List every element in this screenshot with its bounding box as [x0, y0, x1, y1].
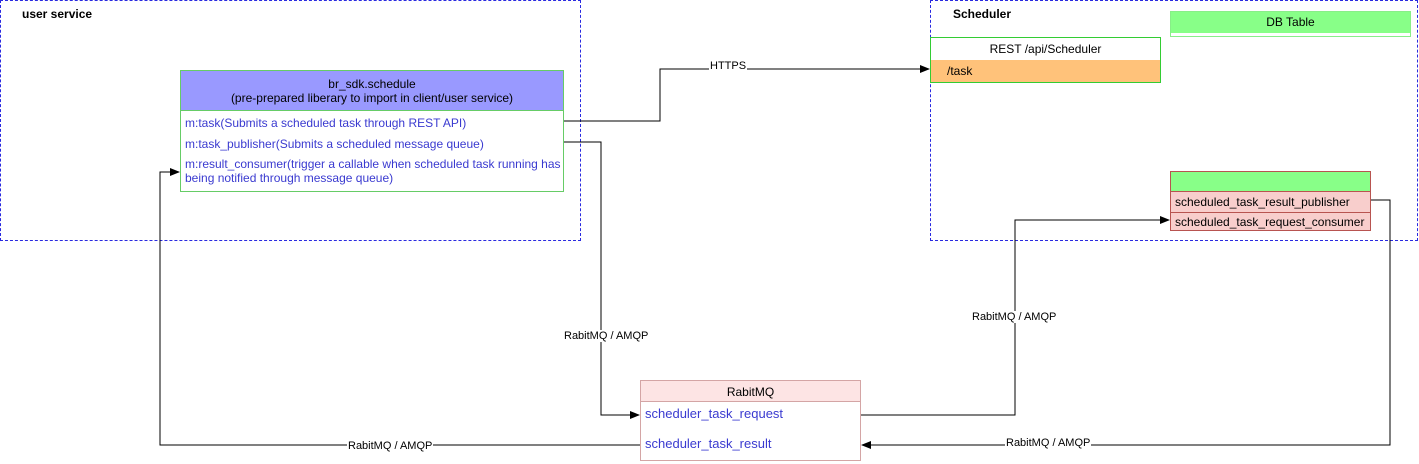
edge-label-amqp-to-scheduler: RabitMQ / AMQP: [971, 311, 1058, 323]
edge-label-https: HTTPS: [709, 60, 748, 72]
edge-result-publisher-to-rabbit: [861, 199, 1391, 449]
db-table-box[interactable]: DB Table: [1170, 11, 1411, 37]
sdk-title: br_sdk.schedule: [328, 77, 416, 91]
rabbitmq-box[interactable]: RabitMQ scheduler_task_request scheduler…: [640, 380, 861, 461]
sdk-item-task[interactable]: m:task(Submits a scheduled task through …: [185, 116, 467, 130]
rabbitmq-header: RabitMQ: [641, 381, 860, 402]
sdk-header: br_sdk.schedule (pre-prepared liberary t…: [181, 71, 563, 111]
sdk-item-result-consumer[interactable]: m:result_consumer(trigger a callable whe…: [185, 157, 561, 185]
scheduler-mq-item-publisher[interactable]: scheduled_task_result_publisher: [1171, 192, 1370, 213]
edge-label-amqp-result-return: RabitMQ / AMQP: [1005, 437, 1092, 449]
edge-rabbit-to-result-consumer: [159, 168, 640, 446]
scheduler-mq-header: [1171, 172, 1370, 192]
sdk-item-task-publisher[interactable]: m:task_publisher(Submits a scheduled mes…: [185, 137, 484, 151]
edge-publisher-to-rabbit: [564, 141, 640, 419]
edge-label-amqp-to-rabbit: RabitMQ / AMQP: [563, 330, 650, 342]
rabbitmq-item-request[interactable]: scheduler_task_request: [645, 406, 784, 421]
user-service-title: user service: [22, 7, 93, 21]
rest-header: REST /api/Scheduler: [989, 42, 1102, 56]
sdk-box[interactable]: br_sdk.schedule (pre-prepared liberary t…: [180, 70, 564, 192]
edge-https: [564, 65, 930, 122]
scheduler-mq-item-consumer[interactable]: scheduled_task_request_consumer: [1175, 215, 1365, 229]
rabbitmq-item-result[interactable]: scheduler_task_result: [645, 436, 772, 451]
edge-label-amqp-to-client: RabitMQ / AMQP: [347, 440, 434, 452]
scheduler-mq-box[interactable]: scheduled_task_result_publisher schedule…: [1170, 171, 1371, 231]
rest-item-task[interactable]: /task: [931, 60, 1160, 82]
scheduler-title: Scheduler: [953, 7, 1012, 21]
scheduler-zone: [930, 0, 1418, 241]
sdk-subtitle: (pre-prepared liberary to import in clie…: [230, 91, 514, 105]
rest-box[interactable]: REST /api/Scheduler /task: [930, 37, 1161, 83]
db-table-header: DB Table: [1171, 12, 1410, 33]
